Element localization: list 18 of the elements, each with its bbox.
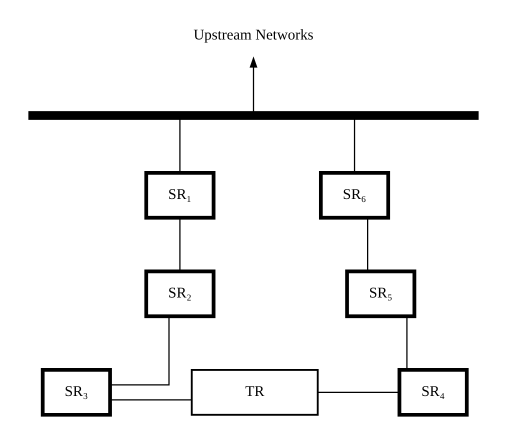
node-bar — [28, 111, 479, 120]
node-box: SR₄ — [398, 368, 469, 417]
connector — [406, 316, 408, 370]
arrow — [250, 56, 258, 112]
node-box: SR₅ — [345, 270, 416, 318]
node-box: SR₆ — [318, 170, 390, 220]
connector — [354, 119, 356, 173]
node-box: SR₁ — [144, 170, 216, 220]
connector — [110, 399, 192, 400]
connector — [179, 218, 181, 272]
node-box: SR₃ — [40, 368, 112, 417]
node-text: Upstream Networks — [193, 28, 314, 44]
node-box: SR₂ — [144, 270, 216, 318]
connector — [367, 218, 368, 272]
node-box: TR — [190, 368, 319, 416]
connector — [318, 392, 399, 393]
connector — [179, 119, 181, 173]
connector — [110, 316, 170, 386]
